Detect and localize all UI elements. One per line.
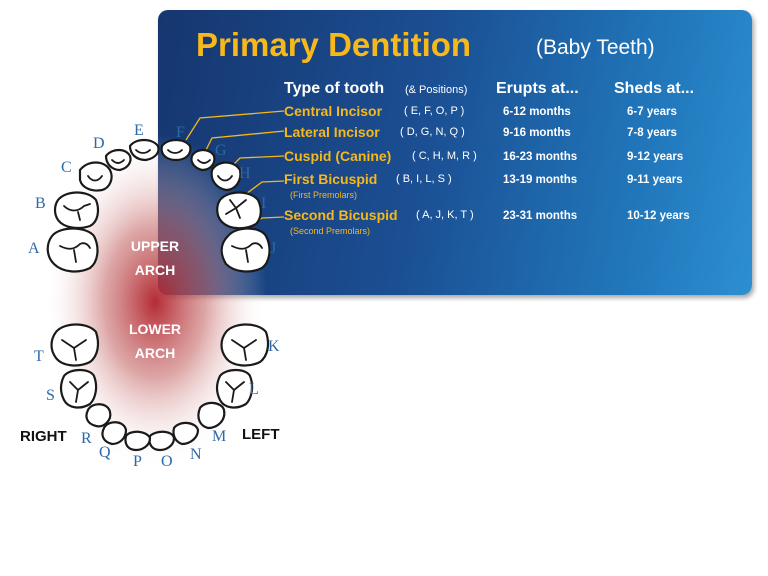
tooth-i	[216, 191, 262, 230]
tooth-a	[46, 227, 99, 273]
tooth-p	[124, 430, 152, 452]
tooth-type-positions: ( D, G, N, Q )	[400, 126, 465, 138]
tooth-type-name: Cuspid (Canine)	[284, 148, 392, 164]
tooth-m	[197, 401, 226, 430]
tooth-o	[148, 430, 176, 452]
erupts-value: 13-19 months	[503, 174, 578, 186]
tooth-type-positions: ( A, J, K, T )	[416, 209, 474, 221]
tooth-letter-c: C	[61, 159, 72, 176]
groove-d	[111, 159, 125, 164]
groove-t	[61, 339, 87, 361]
groove-a	[59, 242, 91, 263]
column-header-positions-note: (& Positions)	[405, 84, 468, 96]
tooth-letter-d: D	[93, 135, 105, 152]
erupts-value: 16-23 months	[503, 151, 578, 163]
tooth-letter-r: R	[81, 430, 92, 447]
tooth-letter-t: T	[34, 348, 44, 365]
tooth-letter-a: A	[28, 240, 40, 257]
column-header-type: Type of tooth	[284, 80, 385, 97]
tooth-letter-g: G	[215, 142, 227, 159]
tooth-letter-i: I	[261, 195, 267, 212]
page-subtitle: (Baby Teeth)	[536, 36, 655, 59]
groove-c	[87, 175, 103, 182]
tooth-k	[220, 323, 270, 367]
groove-e	[135, 149, 151, 154]
tooth-type-name: Second Bicuspid	[284, 207, 398, 223]
tooth-letter-e: E	[134, 122, 144, 139]
tooth-letter-k: K	[268, 338, 280, 355]
tooth-type-name: First Bicuspid	[284, 171, 378, 187]
column-header-erupts: Erupts at...	[496, 80, 579, 97]
tooth-letter-j: J	[270, 240, 277, 257]
groove-l	[225, 381, 245, 403]
tooth-r	[85, 403, 112, 428]
tooth-letter-s: S	[46, 387, 55, 404]
sheds-value: 9-11 years	[627, 174, 683, 186]
upper-arch-line1: UPPER	[130, 238, 180, 254]
tooth-h	[210, 161, 242, 192]
tooth-type-positions: ( E, F, O, P )	[404, 105, 465, 117]
right-side-label: RIGHT	[20, 428, 67, 445]
leader-line-lateral-incisor	[203, 130, 285, 155]
column-header-sheds: Sheds at...	[614, 80, 695, 97]
tooth-type-name: Central Incisor	[284, 103, 383, 119]
tooth-q	[101, 421, 128, 446]
lower-arch-line2: ARCH	[134, 345, 176, 361]
sheds-value: 6-7 years	[627, 106, 677, 118]
tooth-type-name: Lateral Incisor	[284, 124, 380, 140]
tooth-e	[128, 138, 160, 162]
upper-arch-line2: ARCH	[134, 262, 176, 278]
tooth-t	[50, 323, 100, 367]
sheds-value: 7-8 years	[627, 127, 677, 139]
tooth-letter-f: F	[176, 124, 185, 141]
tooth-letter-b: B	[35, 195, 46, 212]
groove-k	[231, 339, 257, 361]
sheds-value: 10-12 years	[627, 210, 690, 222]
mouth-glow	[43, 134, 267, 470]
tooth-letter-m: M	[212, 428, 227, 445]
page-title: Primary Dentition	[196, 26, 472, 63]
erupts-value: 23-31 months	[503, 210, 578, 222]
tooth-letter-p: P	[133, 453, 142, 470]
tooth-c	[78, 161, 113, 192]
left-side-label: LEFT	[242, 426, 280, 443]
groove-j	[231, 242, 263, 263]
leader-line-central-incisor	[185, 110, 285, 141]
groove-i	[225, 199, 247, 219]
tooth-letter-n: N	[190, 446, 202, 463]
upper-arch-label: UPPER ARCH	[105, 234, 205, 282]
groove-b	[63, 203, 91, 221]
leader-line-first-bicuspid	[245, 180, 285, 195]
lower-arch-label: LOWER ARCH	[105, 317, 205, 365]
tooth-f	[160, 138, 192, 162]
tooth-letter-l: L	[249, 381, 259, 398]
lower-arch-line1: LOWER	[128, 321, 182, 337]
erupts-value: 6-12 months	[503, 106, 571, 118]
tooth-letter-o: O	[161, 453, 173, 470]
tooth-type-positions: ( C, H, M, R )	[412, 150, 477, 162]
tooth-letter-h: H	[239, 165, 251, 182]
groove-g	[197, 159, 211, 164]
sheds-value: 9-12 years	[627, 151, 684, 163]
groove-s	[69, 381, 89, 403]
groove-h	[217, 175, 233, 182]
tooth-g	[190, 148, 216, 172]
erupts-value: 9-16 months	[503, 127, 571, 139]
tooth-type-note: (First Premolars)	[290, 190, 357, 200]
tooth-d	[104, 148, 132, 172]
tooth-type-positions: ( B, I, L, S )	[396, 173, 452, 185]
tooth-letter-q: Q	[99, 444, 111, 461]
groove-f	[167, 149, 183, 154]
tooth-type-note: (Second Premolars)	[290, 226, 371, 236]
